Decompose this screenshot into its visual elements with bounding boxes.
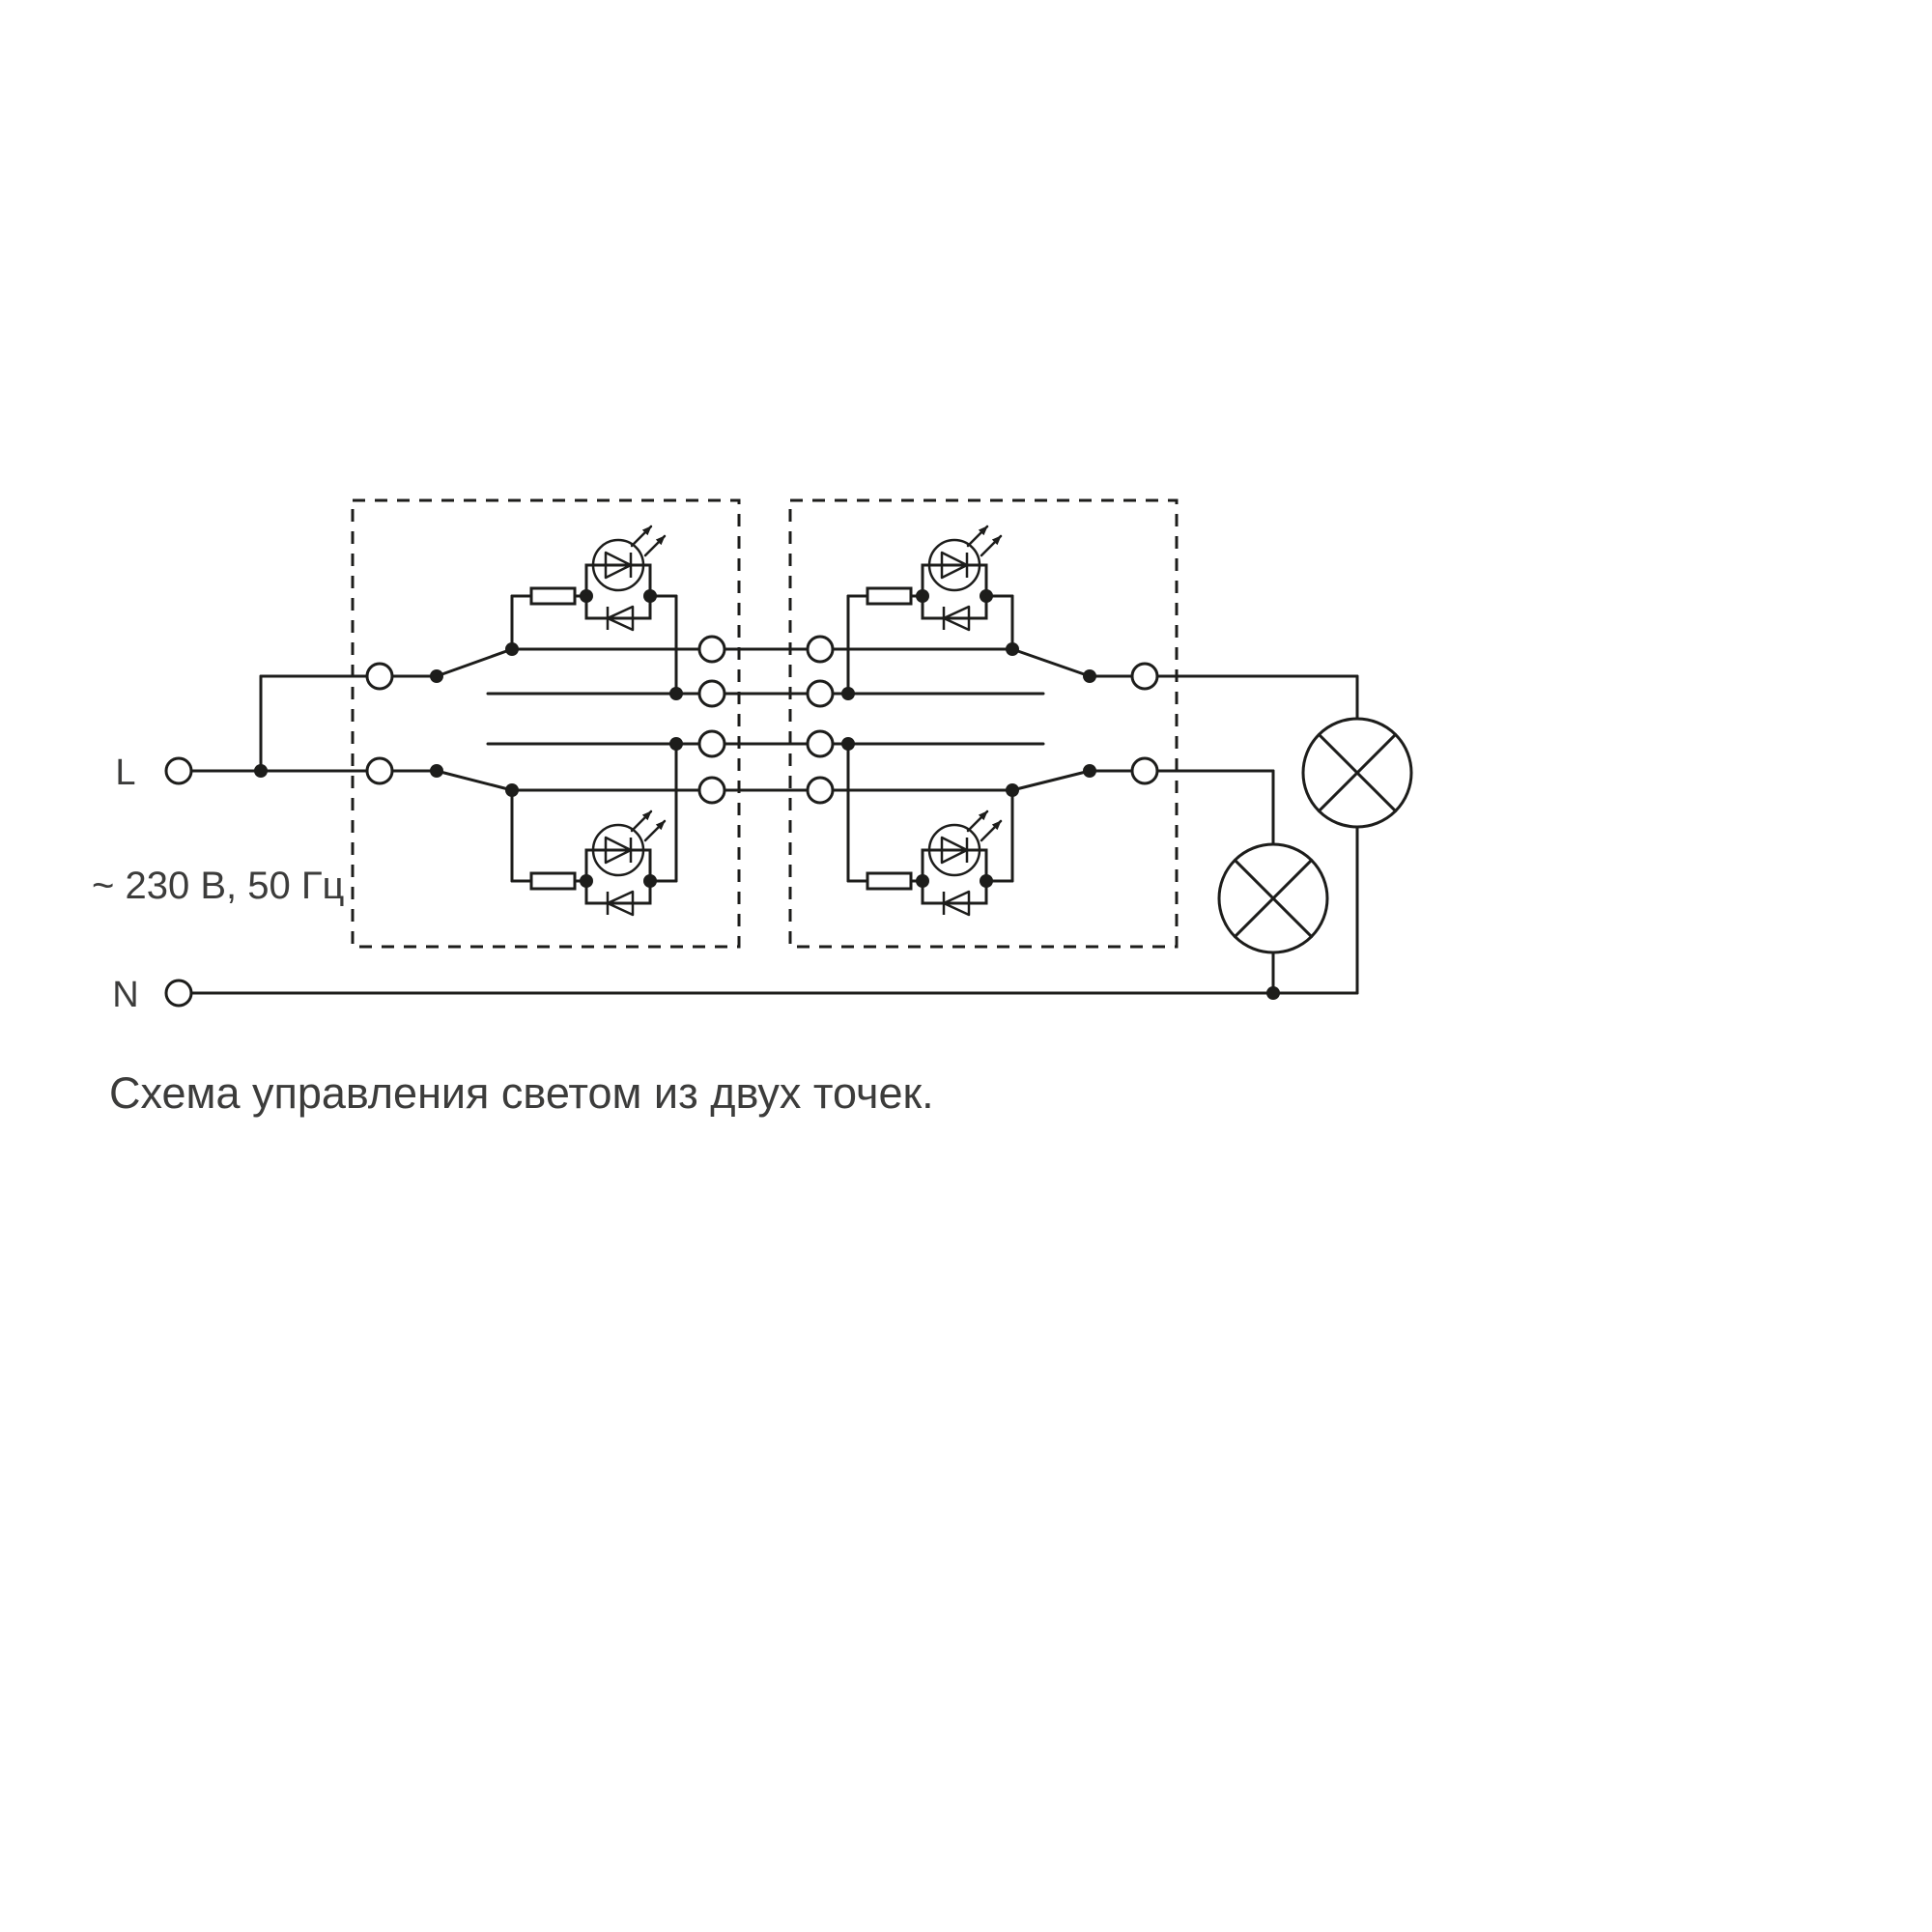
load-wiring (1155, 674, 1359, 1000)
switch-box-2 (788, 498, 1179, 949)
switch-1-outline (351, 498, 741, 949)
switch-box-1 (351, 498, 741, 949)
supply-wiring (164, 674, 1359, 1008)
switch-2-traveller-terminal-4 (806, 776, 835, 805)
switch-2-common-terminal-top (1130, 662, 1159, 691)
neutral-label: N (112, 975, 138, 1015)
switch-1-traveller-terminal-4 (697, 776, 726, 805)
phase-label: L (115, 753, 135, 793)
led-indicator-icon-4 (848, 811, 1012, 915)
switch-2-traveller-terminal-2 (806, 679, 835, 708)
lamp-1-icon (1301, 717, 1413, 829)
switch-2-bottom-blade (1010, 769, 1092, 792)
phase-terminal (164, 756, 193, 785)
voltage-label: ~ 230 В, 50 Гц (92, 865, 344, 907)
switch-1-bottom-blade (435, 769, 514, 792)
switch-2-traveller-terminal-1 (806, 635, 835, 664)
switch-1-top-blade (435, 647, 514, 678)
switch-1-common-terminal-bottom (365, 756, 394, 785)
led-indicator-icon-3 (848, 526, 1012, 630)
diagram-caption: Схема управления светом из двух точек. (109, 1068, 934, 1118)
switch-2-top-blade (1010, 647, 1092, 678)
traveller-links (723, 647, 810, 792)
switch-1-traveller-terminal-2 (697, 679, 726, 708)
neutral-terminal (164, 979, 193, 1008)
led-indicator-icon-2 (512, 811, 676, 915)
led-indicator-icon-1 (512, 526, 676, 630)
switch-2-traveller-terminal-3 (806, 729, 835, 758)
switch-1-traveller-terminal-1 (697, 635, 726, 664)
switch-1-common-terminal-top (365, 662, 394, 691)
lamp-2-icon (1217, 842, 1329, 954)
switch-1-traveller-terminal-3 (697, 729, 726, 758)
switch-2-common-terminal-bottom (1130, 756, 1159, 785)
switch-2-outline (788, 498, 1179, 949)
